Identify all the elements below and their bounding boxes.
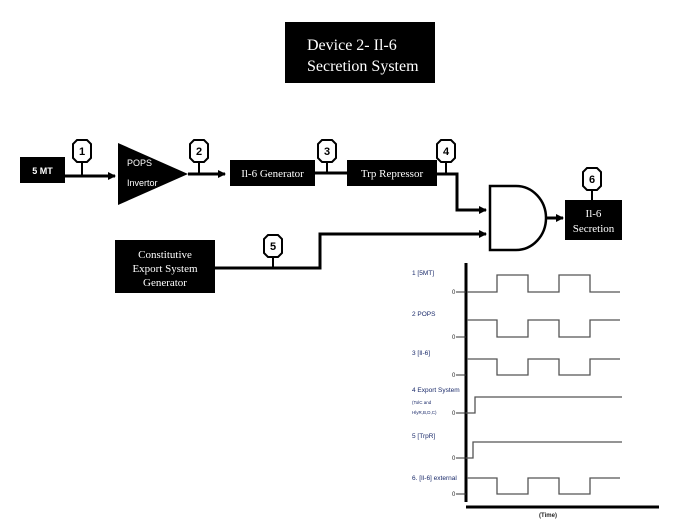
trace-waveform — [467, 358, 620, 376]
probe-marker-label: 6 — [589, 174, 595, 186]
timing-trace-6: 6. [Il-6] external 0 — [412, 475, 620, 498]
probe-marker-label: 2 — [196, 146, 202, 158]
probe-marker-label: 1 — [79, 146, 85, 158]
probe-markers: 1 2 3 4 5 6 — [72, 139, 602, 268]
wire-repressor-to-gate — [437, 172, 487, 214]
trace-sublabel: HlyR,B,D,C) — [412, 410, 437, 415]
trace-waveform — [467, 477, 620, 495]
probe-marker-2: 2 — [189, 139, 209, 174]
timing-trace-5: 5 [TrpR] 0 — [412, 433, 622, 462]
probe-marker-label: 3 — [324, 146, 330, 158]
probe-marker-label: 4 — [443, 146, 450, 158]
title-line-2: Secretion System — [307, 58, 419, 75]
svg-text:Trp Repressor: Trp Repressor — [361, 168, 424, 180]
trace-waveform — [467, 274, 620, 293]
title-box: Device 2- Il-6 Secretion System — [285, 22, 435, 83]
svg-text:Il-6: Il-6 — [586, 208, 602, 220]
zero-label: 0 — [452, 290, 456, 296]
probe-marker-6: 6 — [582, 167, 602, 200]
block-il6-secretion: Il-6 Secretion — [565, 200, 622, 240]
trace-label: 5 [TrpR] — [412, 433, 435, 440]
block-export-system-generator: Constitutive Export System Generator — [115, 240, 215, 293]
wire-export-to-gate — [215, 230, 487, 270]
svg-text:Export System: Export System — [132, 263, 198, 275]
block-5mt: 5 MT — [20, 157, 65, 183]
time-axis-label: (Time) — [539, 513, 557, 519]
trace-label: 3 [Il-6] — [412, 350, 430, 357]
trace-label: 6. [Il-6] external — [412, 475, 457, 482]
svg-text:5 MT: 5 MT — [32, 166, 53, 176]
probe-marker-label: 5 — [270, 241, 276, 253]
svg-text:Generator: Generator — [143, 277, 187, 289]
title-line-1: Device 2- Il-6 — [307, 37, 397, 54]
trace-waveform — [466, 396, 622, 414]
timing-trace-2: 2 POPS 0 — [412, 311, 620, 341]
trace-waveform — [467, 319, 620, 338]
probe-marker-4: 4 — [436, 139, 456, 174]
pops-inverter-triangle: POPS Invertor — [118, 143, 188, 205]
svg-text:Constitutive: Constitutive — [138, 249, 192, 261]
trace-label: 4 Export System — [412, 387, 460, 394]
timing-trace-3: 3 [Il-6] 0 — [412, 350, 620, 379]
probe-marker-5: 5 — [263, 234, 283, 268]
trace-sublabel: (TolC and — [412, 400, 432, 405]
trace-label: 1 [5MT] — [412, 270, 434, 277]
timing-trace-1: 1 [5MT] 0 — [412, 270, 620, 296]
zero-label: 0 — [452, 373, 456, 379]
zero-label: 0 — [452, 492, 456, 498]
block-il6-generator: Il-6 Generator — [230, 160, 315, 186]
block-trp-repressor: Trp Repressor — [347, 160, 437, 186]
svg-text:Il-6 Generator: Il-6 Generator — [241, 168, 304, 180]
svg-text:Secretion: Secretion — [573, 223, 615, 235]
and-gate — [488, 184, 548, 252]
zero-label: 0 — [452, 456, 456, 462]
svg-text:POPS: POPS — [127, 158, 152, 168]
probe-marker-1: 1 — [72, 139, 92, 176]
probe-marker-3: 3 — [317, 139, 337, 173]
zero-label: 0 — [452, 411, 456, 417]
svg-text:Invertor: Invertor — [127, 178, 158, 188]
trace-waveform — [466, 441, 622, 459]
zero-label: 0 — [452, 335, 456, 341]
trace-label: 2 POPS — [412, 311, 436, 318]
